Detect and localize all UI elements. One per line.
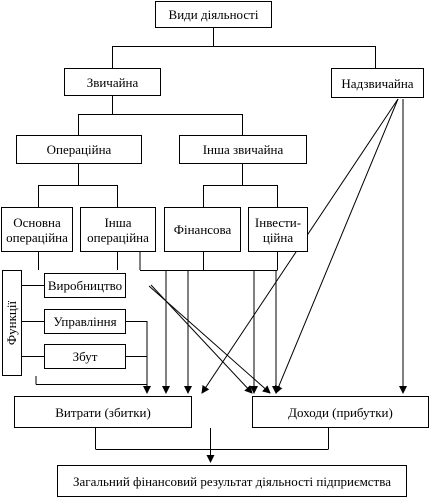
investment-activity-label: Інвести- ційна [254, 214, 302, 245]
investment-activity-box: Інвести- ційна [248, 207, 308, 252]
production-box: Виробництво [44, 273, 126, 298]
management-label: Управління [53, 314, 117, 329]
production-label: Виробництво [47, 278, 123, 293]
functions-box: Функції [2, 270, 22, 376]
expenses-label: Витрати (збитки) [55, 404, 151, 420]
activity-types-label: Види діяльності [168, 7, 259, 22]
financial-activity-label: Фінансова [173, 222, 232, 237]
income-label: Доходи (прибутки) [288, 404, 393, 420]
ordinary-activity-label: Звичайна [86, 74, 139, 90]
functions-label: Функції [4, 300, 20, 346]
operating-activity-box: Операційна [16, 135, 142, 164]
financial-result-label: Загальний фінансовий результат діяльност… [73, 473, 391, 489]
extraordinary-activity-label: Надзвичайна [341, 75, 414, 91]
ordinary-activity-box: Звичайна [64, 68, 161, 96]
other-ordinary-activity-box: Інша звичайна [179, 135, 307, 164]
expenses-box: Витрати (збитки) [14, 396, 192, 428]
activity-types-box: Види діяльності [155, 1, 272, 28]
financial-result-box: Загальний фінансовий результат діяльност… [57, 465, 407, 497]
management-box: Управління [44, 309, 126, 334]
other-operating-box: Інша операційна [80, 207, 156, 252]
operating-activity-label: Операційна [46, 142, 112, 157]
main-operating-box: Основна операційна [1, 207, 73, 252]
income-box: Доходи (прибутки) [252, 396, 429, 428]
sales-box: Збут [44, 344, 126, 369]
financial-activity-box: Фінансова [164, 207, 241, 252]
main-operating-label: Основна операційна [6, 214, 68, 245]
other-ordinary-activity-label: Інша звичайна [202, 142, 284, 157]
sales-label: Збут [72, 349, 98, 364]
other-operating-label: Інша операційна [87, 214, 149, 245]
extraordinary-activity-box: Надзвичайна [331, 68, 424, 98]
